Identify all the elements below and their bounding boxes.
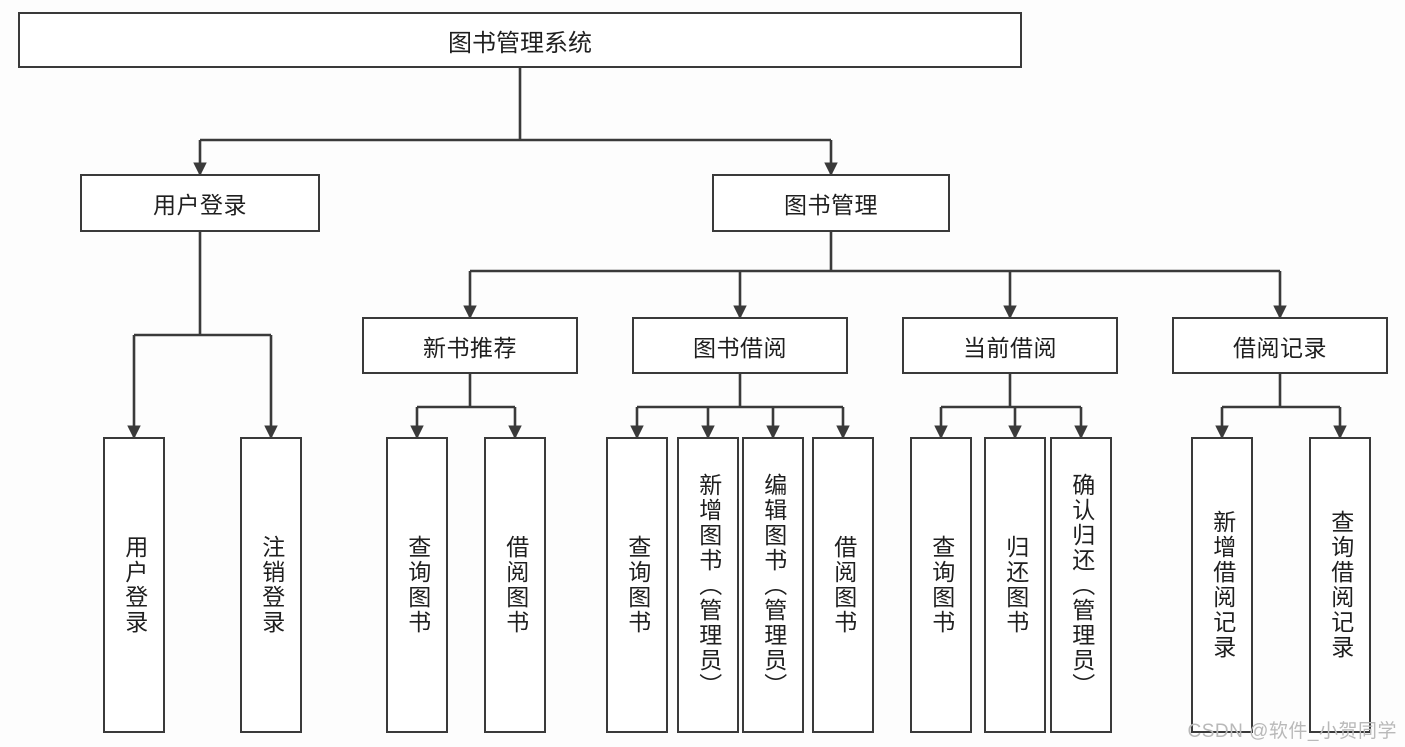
node-leaf-query-book-2[interactable]: 查询图书 bbox=[606, 437, 668, 733]
node-leaf-query-book-3-label: 查询图书 bbox=[928, 535, 955, 635]
node-leaf-add-book[interactable]: 新增图书（管理员） bbox=[677, 437, 739, 733]
node-borrow-record-label: 借阅记录 bbox=[1233, 334, 1327, 361]
node-leaf-borrow-book-1[interactable]: 借阅图书 bbox=[484, 437, 546, 733]
node-leaf-query-book-1-label: 查询图书 bbox=[404, 535, 431, 635]
node-book-borrow[interactable]: 图书借阅 bbox=[632, 317, 848, 374]
node-borrow-record[interactable]: 借阅记录 bbox=[1172, 317, 1388, 374]
node-leaf-return-book-label: 归还图书 bbox=[1002, 535, 1029, 635]
node-leaf-logout[interactable]: 注销登录 bbox=[240, 437, 302, 733]
node-book-manage-label: 图书管理 bbox=[784, 192, 878, 218]
node-leaf-query-book-1[interactable]: 查询图书 bbox=[386, 437, 448, 733]
node-leaf-add-record[interactable]: 新增借阅记录 bbox=[1191, 437, 1253, 733]
node-leaf-user-login-label: 用户登录 bbox=[121, 535, 148, 635]
node-leaf-query-book-2-label: 查询图书 bbox=[624, 535, 651, 635]
node-leaf-confirm-return-label: 确认归还（管理员） bbox=[1068, 472, 1095, 698]
node-current-borrow-label: 当前借阅 bbox=[963, 334, 1057, 361]
node-user-login[interactable]: 用户登录 bbox=[80, 174, 320, 232]
node-leaf-add-record-label: 新增借阅记录 bbox=[1209, 510, 1236, 660]
node-leaf-query-record-label: 查询借阅记录 bbox=[1327, 510, 1354, 660]
node-leaf-logout-label: 注销登录 bbox=[258, 535, 285, 635]
watermark: CSDN @软件_小贺同学 bbox=[1187, 721, 1397, 742]
node-leaf-add-book-label: 新增图书（管理员） bbox=[695, 472, 722, 698]
node-leaf-borrow-book-2[interactable]: 借阅图书 bbox=[812, 437, 874, 733]
node-leaf-user-login[interactable]: 用户登录 bbox=[103, 437, 165, 733]
node-user-login-label: 用户登录 bbox=[153, 192, 247, 218]
node-leaf-edit-book[interactable]: 编辑图书（管理员） bbox=[742, 437, 804, 733]
node-new-book-recommend-label: 新书推荐 bbox=[423, 334, 517, 361]
node-root-label: 图书管理系统 bbox=[448, 29, 592, 57]
node-new-book-recommend[interactable]: 新书推荐 bbox=[362, 317, 578, 374]
node-book-manage[interactable]: 图书管理 bbox=[712, 174, 950, 232]
node-leaf-query-record[interactable]: 查询借阅记录 bbox=[1309, 437, 1371, 733]
node-leaf-borrow-book-2-label: 借阅图书 bbox=[830, 535, 857, 635]
node-current-borrow[interactable]: 当前借阅 bbox=[902, 317, 1118, 374]
node-leaf-confirm-return[interactable]: 确认归还（管理员） bbox=[1050, 437, 1112, 733]
node-leaf-query-book-3[interactable]: 查询图书 bbox=[910, 437, 972, 733]
node-book-borrow-label: 图书借阅 bbox=[693, 334, 787, 361]
node-leaf-return-book[interactable]: 归还图书 bbox=[984, 437, 1046, 733]
node-leaf-borrow-book-1-label: 借阅图书 bbox=[502, 535, 529, 635]
node-leaf-edit-book-label: 编辑图书（管理员） bbox=[760, 472, 787, 698]
node-root[interactable]: 图书管理系统 bbox=[18, 12, 1022, 68]
